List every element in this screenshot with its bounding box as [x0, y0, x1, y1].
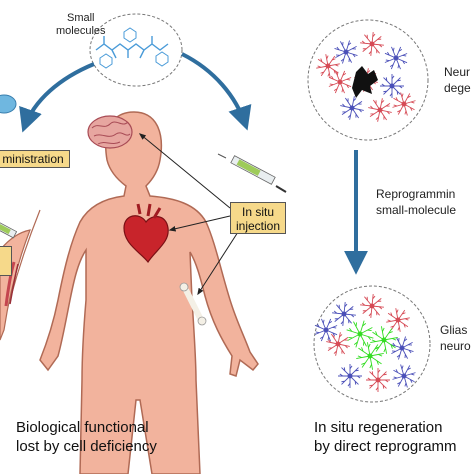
in-situ-injection-box: In situ injection: [230, 202, 286, 234]
degen-cell-6: [380, 74, 404, 98]
degen-cell-7: [340, 96, 364, 120]
glia-cell-2: [360, 294, 384, 318]
neuron-degeneration-panel: [307, 19, 429, 141]
glia-cell-9: [314, 318, 338, 342]
degen-cell-8: [368, 98, 392, 122]
degen-cell-3: [384, 46, 408, 70]
caption-left: Biological functional lost by cell defic…: [16, 419, 157, 455]
injection-pointers: [138, 133, 239, 296]
glia-cell-8: [392, 364, 416, 388]
heart-organ: [123, 203, 169, 264]
degen-cell-4: [328, 70, 352, 94]
small-molecules-label: Small molecules: [56, 12, 106, 37]
caption-right: In situ regeneration by direct reprogram…: [314, 419, 457, 455]
arrow-molecules-to-right: [181, 52, 252, 131]
bone-organ: [179, 282, 207, 326]
small-molecules-panel: [89, 13, 183, 87]
glia-cell-7: [366, 368, 390, 392]
glia-cell-1: [332, 302, 356, 326]
new-neuron-2: [370, 326, 398, 354]
glia-cell-4: [326, 332, 350, 356]
glia-cell-3: [386, 308, 410, 332]
glia-neuron-panel: [313, 285, 431, 403]
neuron-degeneration-label: Neur dege: [444, 65, 471, 95]
glia-cell-6: [338, 364, 362, 388]
arrow-molecules-to-left: [19, 62, 95, 133]
molecule-chain: [95, 36, 169, 59]
syringe-left: [0, 220, 18, 239]
left-partial-box: [0, 246, 12, 276]
pill-capsule: [0, 94, 17, 114]
muscle-organ: [4, 261, 19, 307]
degenerating-debris: [352, 66, 378, 98]
syringe-top: [217, 153, 287, 193]
new-neuron-1: [346, 320, 374, 348]
glia-cell-5: [390, 336, 414, 360]
degen-cell-10: [316, 54, 340, 78]
human-body-figure: [0, 111, 259, 474]
degen-cell-2: [360, 32, 384, 56]
administration-box: ministration: [0, 150, 70, 168]
degen-cell-9: [392, 92, 416, 116]
reprogramming-label: Reprogrammin small-molecule: [376, 187, 457, 217]
glia-neuron-label: Glias neuro: [440, 323, 471, 353]
new-neuron-3: [356, 342, 384, 370]
brain-organ: [87, 115, 133, 149]
degen-cell-1: [334, 40, 358, 64]
